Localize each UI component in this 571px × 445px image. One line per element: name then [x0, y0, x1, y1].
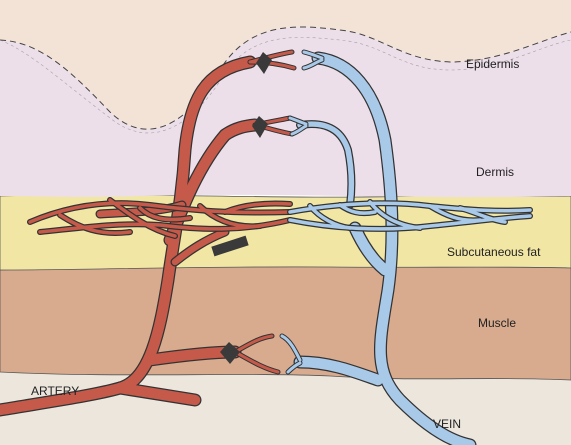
label-muscle: Muscle	[478, 316, 516, 330]
vein-branch-mid-dermis	[297, 121, 355, 208]
capillary-muscle-1	[233, 334, 274, 354]
capillary-muscle-2	[233, 350, 280, 374]
vein-branch-muscle	[294, 356, 384, 386]
sphincter-mid	[252, 116, 268, 138]
vein-trunk	[312, 52, 476, 445]
label-artery: ARTERY	[31, 384, 79, 398]
arterial-plexus	[27, 197, 293, 239]
skin-surface-line	[0, 26, 571, 130]
base-layer	[0, 370, 571, 445]
vein-branch-plexus	[349, 222, 391, 276]
venous-tree	[279, 49, 477, 445]
sphincter-upper	[256, 52, 272, 74]
label-subcutaneous-fat: Subcutaneous fat	[447, 245, 541, 259]
dermal-epidermal-line	[0, 37, 571, 134]
artery-branch-plexus-a	[171, 228, 229, 266]
precapillary-sphincters	[211, 52, 272, 364]
epidermis-layer	[0, 0, 571, 130]
label-epidermis: Epidermis	[466, 57, 519, 71]
artery-branch-right	[114, 382, 201, 406]
venous-plexus	[287, 199, 533, 232]
label-dermis: Dermis	[476, 165, 514, 179]
dermis-layer	[0, 26, 571, 198]
capillary-upper-2	[248, 60, 296, 70]
label-vein: VEIN	[433, 417, 461, 431]
artery-trunk	[0, 56, 256, 416]
av-shunt-marker	[211, 235, 249, 257]
sphincter-muscle	[220, 342, 240, 364]
